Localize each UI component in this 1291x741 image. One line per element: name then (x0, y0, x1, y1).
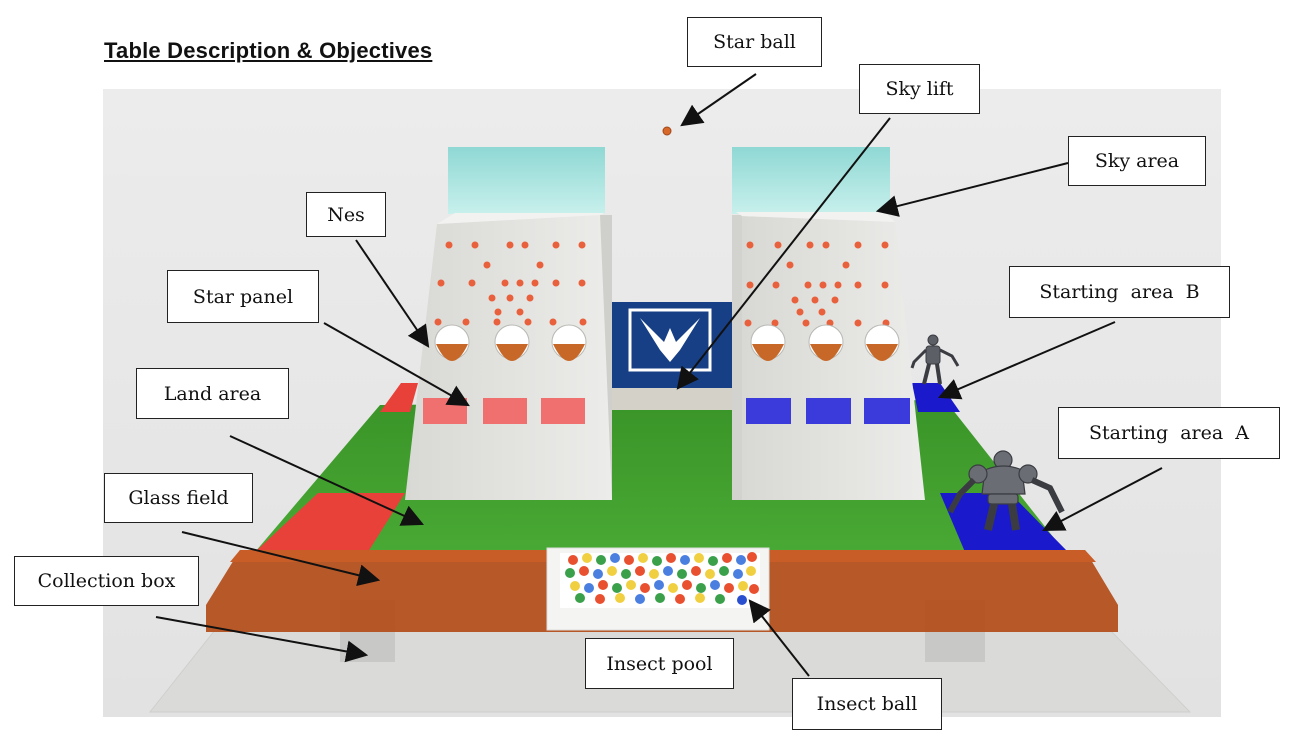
label-star-panel: Star panel (167, 270, 319, 323)
star-ball-icon (662, 126, 672, 136)
baskets-left (434, 324, 587, 361)
bird-emblem-icon (640, 318, 700, 362)
arrow-sky-area (875, 162, 1069, 217)
arrow-nes (355, 239, 430, 348)
page-title: Table Description & Objectives (104, 38, 433, 63)
arrow-starting-area-b (937, 321, 1116, 400)
label-insect-ball: Insect ball (792, 678, 942, 730)
starting-area-b-zone (912, 383, 960, 412)
left-tower-top (437, 213, 605, 224)
sky-lift-platform (608, 388, 732, 410)
arrow-land-area (229, 435, 424, 526)
nes-pegs-left (434, 241, 587, 326)
arrow-sky-lift (676, 117, 891, 390)
label-starting-area-a: Starting area A (1058, 407, 1280, 459)
arrow-insect-ball (748, 599, 810, 677)
emblem-frame (628, 308, 712, 372)
label-glass-field: Glass field (104, 473, 253, 523)
star-panels-red (423, 398, 585, 424)
label-star-ball: Star ball (687, 17, 822, 67)
label-starting-area-b: Starting area B (1009, 266, 1230, 318)
red-zone-front (255, 493, 405, 552)
label-nes: Nes (306, 192, 386, 237)
label-sky-lift: Sky lift (859, 64, 980, 114)
starting-area-a-zone (940, 493, 1068, 552)
robot-icon (947, 450, 1065, 531)
sky-area-glass-right (732, 147, 890, 214)
arrow-glass-field (181, 531, 381, 586)
baskets-right (750, 324, 900, 361)
robot-icon (910, 334, 960, 385)
arrow-collection-box (155, 616, 369, 663)
arrow-star-ball (680, 73, 757, 127)
label-sky-area: Sky area (1068, 136, 1206, 186)
label-land-area: Land area (136, 368, 289, 419)
arrow-star-panel (323, 322, 470, 407)
sky-area-glass-left (448, 147, 605, 214)
right-tower-top (736, 212, 895, 222)
right-tower-side (732, 215, 742, 500)
insect-balls (565, 552, 759, 605)
star-panels-blue (746, 398, 910, 424)
label-collection-box: Collection box (14, 556, 199, 606)
label-insect-pool: Insect pool (585, 638, 734, 689)
right-tower-front (742, 216, 925, 500)
leader-arrows (155, 73, 1163, 677)
arrow-starting-area-a (1042, 467, 1163, 532)
red-zone-back (380, 383, 418, 412)
